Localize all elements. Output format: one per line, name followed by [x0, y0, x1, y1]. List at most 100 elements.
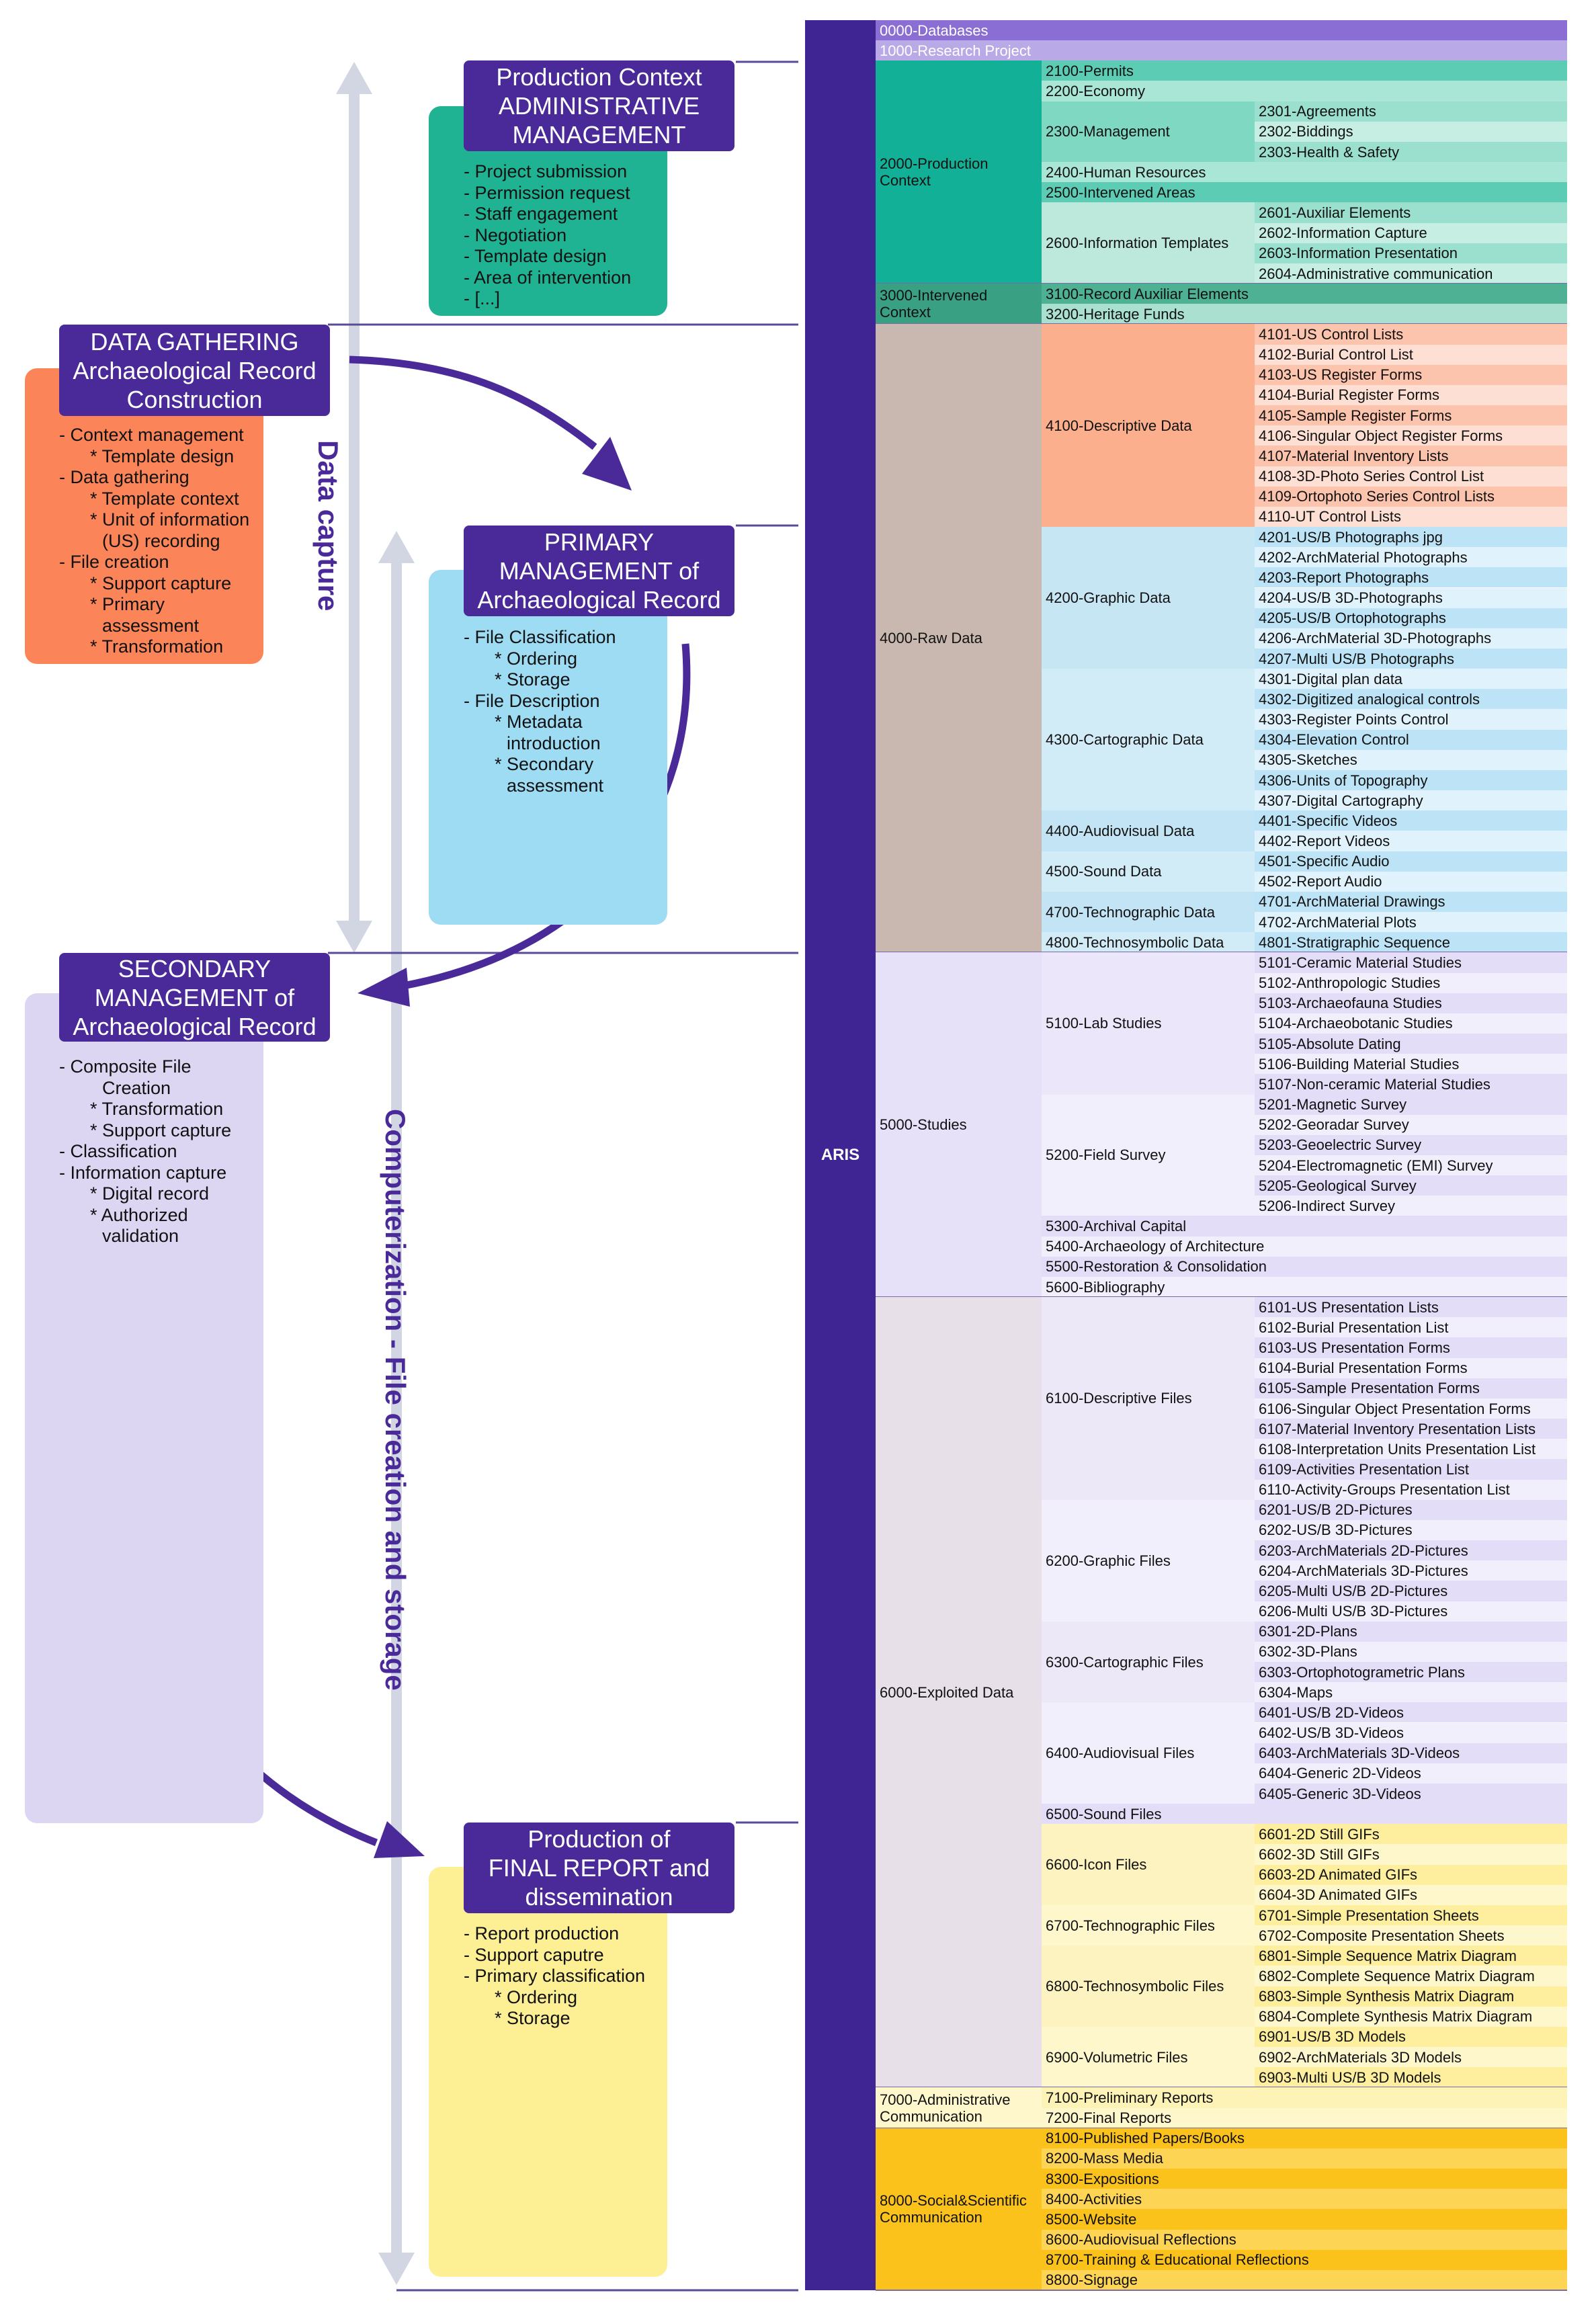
aris-subcategory: 5200-Field Survey [1042, 1094, 1255, 1216]
aris-item: 4201-US/B Photographs jpg [1255, 527, 1567, 548]
data-gathering-item: * Unit of information [90, 509, 250, 530]
aris-subcategory: 4200-Graphic Data [1042, 527, 1255, 669]
aris-item: 6204-ArchMaterials 3D-Pictures [1255, 1560, 1567, 1581]
data-gathering-item: - Data gathering [59, 467, 190, 487]
aris-item: 5103-Archaeofauna Studies [1255, 993, 1567, 1013]
aris-subcategory: 2400-Human Resources [1042, 162, 1567, 183]
final-report-title-2: FINAL REPORT and [488, 1854, 710, 1882]
final-report-item: - Report production [464, 1923, 620, 1943]
aris-subcategory: 6800-Technosymbolic Files [1042, 1945, 1255, 2027]
data-gathering-item: assessment [102, 615, 200, 636]
data-gathering-item: * Primary [90, 594, 165, 614]
data-gathering-item: * Support capture [90, 573, 232, 593]
secondary-management-item: - Composite File [59, 1056, 192, 1077]
aris-item: 2601-Auxiliar Elements [1255, 202, 1567, 223]
aris-item: 6404-Generic 2D-Videos [1255, 1763, 1567, 1784]
aris-group: 5000-Studies [876, 952, 1042, 1298]
secondary-management-title-2: MANAGEMENT of [94, 983, 295, 1011]
aris-subcategory: 8100-Published Papers/Books [1042, 2128, 1567, 2148]
aris-item: 2303-Health & Safety [1255, 141, 1567, 163]
aris-subcategory: 2600-Information Templates [1042, 202, 1255, 284]
aris-item: 2603-Information Presentation [1255, 243, 1567, 263]
aris-item: 4306-Units of Topography [1255, 769, 1567, 791]
aris-group: 6000-Exploited Data [876, 1297, 1042, 2088]
aris-item: 6105-Sample Presentation Forms [1255, 1378, 1567, 1398]
aris-item: 4206-ArchMaterial 3D-Photographs [1255, 628, 1567, 648]
aris-subcategory: 6500-Sound Files [1042, 1804, 1567, 1825]
primary-management-item: * Secondary [495, 754, 594, 774]
aris-item: 4304-Elevation Control [1255, 729, 1567, 750]
aris-item: 4104-Burial Register Forms [1255, 384, 1567, 406]
secondary-management-item: - Classification [59, 1141, 177, 1161]
aris-item: 6108-Interpretation Units Presentation L… [1255, 1439, 1567, 1460]
data-gathering-item: (US) recording [102, 530, 220, 551]
aris-item: 4102-Burial Control List [1255, 344, 1567, 365]
aris-subcategory: 6100-Descriptive Files [1042, 1297, 1255, 1500]
aris-subcategory: 8700-Training & Educational Reflections [1042, 2249, 1567, 2270]
flow-arrowheads [358, 437, 632, 1858]
aris-subcategory: 2100-Permits [1042, 60, 1567, 81]
aris-subcategory: 8400-Activities [1042, 2189, 1567, 2210]
primary-management-item: assessment [507, 775, 604, 796]
aris-item: 4302-Digitized analogical controls [1255, 689, 1567, 710]
aris-item: 4702-ArchMaterial Plots [1255, 912, 1567, 933]
final-report-item: - Support caputre [464, 1944, 604, 1965]
aris-group: 7000-Administrative Communication [876, 2087, 1042, 2128]
aris-item: 6109-Activities Presentation List [1255, 1459, 1567, 1480]
aris-item: 5206-Indirect Survey [1255, 1196, 1567, 1216]
secondary-management-item: validation [102, 1226, 179, 1246]
aris-subcategory: 4700-Technographic Data [1042, 891, 1255, 933]
data-gathering-item: * Template design [90, 446, 235, 466]
aris-item: 6301-2D-Plans [1255, 1621, 1567, 1642]
aris-item: 6601-2D Still GIFs [1255, 1824, 1567, 1845]
primary-management-title-2: MANAGEMENT of [499, 557, 700, 585]
aris-item: 6603-2D Animated GIFs [1255, 1864, 1567, 1885]
aris-item: 5203-Geoelectric Survey [1255, 1134, 1567, 1155]
aris-item: 4701-ArchMaterial Drawings [1255, 891, 1567, 913]
secondary-management-title-1: SECONDARY [118, 954, 271, 982]
secondary-management-item: * Authorized [90, 1204, 188, 1225]
aris-item: 5205-Geological Survey [1255, 1175, 1567, 1196]
production-context-title-2: ADMINISTRATIVE [498, 92, 700, 120]
aris-group: 3000-Intervened Context [876, 284, 1042, 325]
primary-management-item: * Metadata [495, 712, 583, 732]
aris-group: 8000-Social&Scientific Communication [876, 2128, 1042, 2290]
aris-item: 6401-US/B 2D-Videos [1255, 1702, 1567, 1723]
aris-subcategory: 5400-Archaeology of Architecture [1042, 1236, 1567, 1257]
aris-item: 6701-Simple Presentation Sheets [1255, 1904, 1567, 1926]
aris-item: 5101-Ceramic Material Studies [1255, 952, 1567, 973]
production-context-item: - Negotiation [464, 224, 567, 245]
aris-subcategory: 8600-Audiovisual Reflections [1042, 2229, 1567, 2250]
aris-subcategory: 4800-Technosymbolic Data [1042, 932, 1255, 953]
aris-item: 6403-ArchMaterials 3D-Videos [1255, 1743, 1567, 1763]
aris-item: 5204-Electromagnetic (EMI) Survey [1255, 1155, 1567, 1176]
aris-subcategory: 8300-Expositions [1042, 2169, 1567, 2189]
aris-subcategory: 6900-Volumetric Files [1042, 2026, 1255, 2088]
aris-item: 4108-3D-Photo Series Control List [1255, 466, 1567, 487]
aris-item: 6104-Burial Presentation Forms [1255, 1357, 1567, 1378]
aris-item: 6106-Singular Object Presentation Forms [1255, 1398, 1567, 1419]
final-report-item: * Storage [495, 2008, 571, 2028]
aris-item: 6303-Ortophotogrametric Plans [1255, 1662, 1567, 1683]
aris-item: 6101-US Presentation Lists [1255, 1297, 1567, 1318]
aris-item: 4205-US/B Ortophotographs [1255, 608, 1567, 628]
data-gathering-title-3: Construction [126, 385, 263, 413]
aris-subcategory: 5500-Restoration & Consolidation [1042, 1256, 1567, 1277]
primary-management-list: - File Classification* Ordering* Storage… [464, 627, 616, 796]
aris-subcategory: 2200-Economy [1042, 81, 1567, 101]
aris-subcategory: 7100-Preliminary Reports [1042, 2087, 1567, 2108]
final-report-title-3: dissemination [525, 1883, 673, 1911]
aris-subcategory: 5300-Archival Capital [1042, 1216, 1567, 1237]
aris-item: 5201-Magnetic Survey [1255, 1094, 1567, 1115]
aris-item: 4105-Sample Register Forms [1255, 405, 1567, 426]
production-context-item: - Project submission [464, 161, 628, 181]
aris-item: 6402-US/B 3D-Videos [1255, 1722, 1567, 1743]
aris-item: 6804-Complete Synthesis Matrix Diagram [1255, 2006, 1567, 2027]
aris-item: 4204-US/B 3D-Photographs [1255, 587, 1567, 608]
aris-item: 4207-Multi US/B Photographs [1255, 648, 1567, 669]
aris-item: 4401-Specific Videos [1255, 810, 1567, 831]
computerization-label: Computerization - File creation and stor… [380, 1109, 411, 1691]
